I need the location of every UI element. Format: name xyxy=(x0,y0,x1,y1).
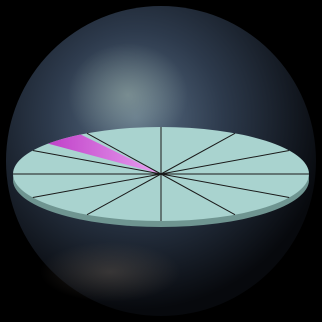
sphere-reflection xyxy=(40,242,180,302)
sliced-disc xyxy=(13,127,309,227)
